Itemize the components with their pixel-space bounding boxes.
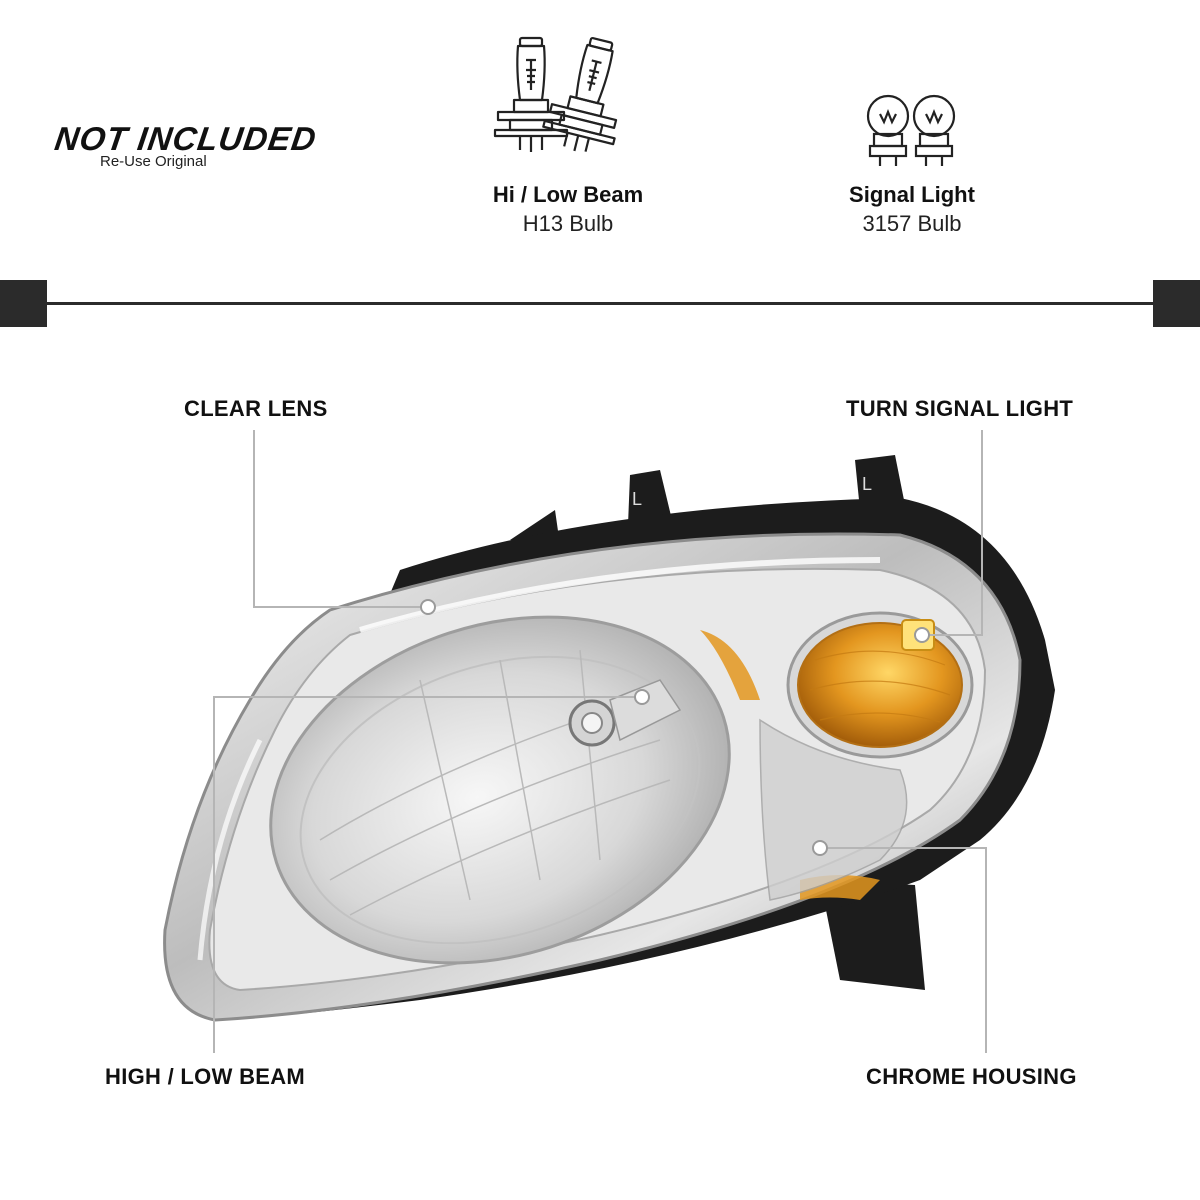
- section-divider: [47, 302, 1153, 305]
- amber-turn-signal: [797, 622, 963, 748]
- svg-text:L: L: [862, 474, 872, 494]
- signal-light-subtitle: 3157 Bulb: [862, 211, 962, 236]
- divider-cap-right: [1153, 280, 1200, 327]
- leader-lines: [213, 430, 987, 1053]
- h13-bulb-icon: [493, 36, 618, 152]
- divider-cap-left: [0, 280, 47, 327]
- signal-light-title: Signal Light: [849, 182, 975, 207]
- headlight-image: L L: [163, 430, 1055, 1053]
- hi-low-beam-subtitle: H13 Bulb: [522, 211, 614, 236]
- 3157-bulb-icon: [866, 94, 956, 166]
- callout-turn-signal: TURN SIGNAL LIGHT: [846, 396, 1074, 421]
- callout-chrome-housing: CHROME HOUSING: [866, 1064, 1077, 1089]
- not-included-subtitle: Re-Use Original: [100, 153, 207, 170]
- callout-high-low-beam: HIGH / LOW BEAM: [105, 1064, 306, 1089]
- mounting-tabs: [510, 455, 925, 990]
- callout-clear-lens: CLEAR LENS: [184, 396, 328, 421]
- hi-low-beam-title: Hi / Low Beam: [492, 182, 644, 207]
- svg-text:L: L: [632, 489, 642, 509]
